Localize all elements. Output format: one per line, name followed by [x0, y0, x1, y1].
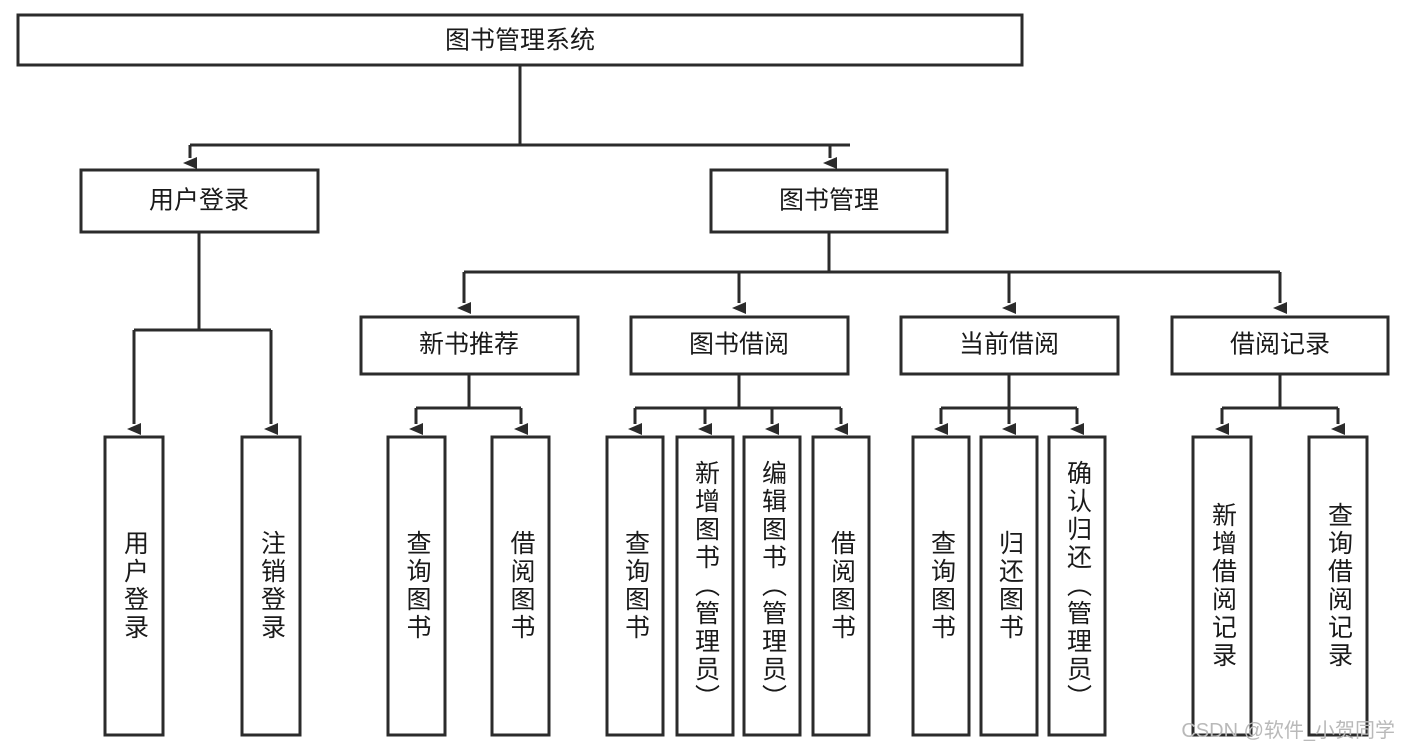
- node-user-login-label: 用户登录: [149, 187, 249, 215]
- node-current-borrow-label: 当前借阅: [959, 331, 1059, 359]
- node-root[interactable]: 图书管理系统: [16, 13, 1024, 67]
- leaf-user-login-box[interactable]: [103, 435, 165, 737]
- node-root-label: 图书管理系统: [445, 27, 595, 55]
- edges-new-book-recommend-to-leaves: [409, 374, 528, 435]
- node-root-box[interactable]: [16, 13, 1024, 67]
- node-current-borrow-box[interactable]: [899, 315, 1120, 376]
- leaf-boxes: [103, 435, 1369, 737]
- leaf-confirm-return-box[interactable]: [1047, 435, 1107, 737]
- leaf-borrow-book-2-box[interactable]: [811, 435, 871, 737]
- node-book-borrow-box[interactable]: [629, 315, 850, 376]
- leaf-query-book-1-box[interactable]: [386, 435, 447, 737]
- leaf-add-record-box[interactable]: [1191, 435, 1253, 737]
- node-new-book-recommend[interactable]: 新书推荐: [359, 315, 580, 376]
- node-book-borrow[interactable]: 图书借阅: [629, 315, 850, 376]
- node-book-management[interactable]: 图书管理: [709, 168, 949, 234]
- edges-user-login-to-leaves: [127, 232, 278, 435]
- leaf-return-book-box[interactable]: [979, 435, 1039, 737]
- edges-current-borrow-to-leaves: [934, 374, 1084, 435]
- edges-book-management-to-level3: [457, 232, 1287, 314]
- node-user-login[interactable]: 用户登录: [79, 168, 320, 234]
- node-borrow-record-box[interactable]: [1170, 315, 1390, 376]
- leaf-add-book-box[interactable]: [675, 435, 735, 737]
- edges-root-to-level2: [183, 65, 850, 169]
- node-user-login-box[interactable]: [79, 168, 320, 234]
- node-current-borrow[interactable]: 当前借阅: [899, 315, 1120, 376]
- node-borrow-record[interactable]: 借阅记录: [1170, 315, 1390, 376]
- node-book-management-label: 图书管理: [779, 187, 879, 215]
- leaf-query-book-2-box[interactable]: [605, 435, 665, 737]
- node-new-book-recommend-label: 新书推荐: [419, 331, 519, 359]
- leaf-edit-book-box[interactable]: [742, 435, 802, 737]
- edges-book-borrow-to-leaves: [628, 374, 848, 435]
- watermark-text: CSDN @软件_小贺同学: [1181, 720, 1395, 742]
- node-book-borrow-label: 图书借阅: [689, 331, 789, 359]
- leaf-query-book-3-box[interactable]: [911, 435, 971, 737]
- node-new-book-recommend-box[interactable]: [359, 315, 580, 376]
- leaf-query-record-box[interactable]: [1307, 435, 1369, 737]
- node-book-management-box[interactable]: [709, 168, 949, 234]
- leaf-logout-login-box[interactable]: [240, 435, 302, 737]
- leaf-borrow-book-1-box[interactable]: [490, 435, 551, 737]
- edges-borrow-record-to-leaves: [1215, 374, 1345, 435]
- node-borrow-record-label: 借阅记录: [1230, 331, 1330, 359]
